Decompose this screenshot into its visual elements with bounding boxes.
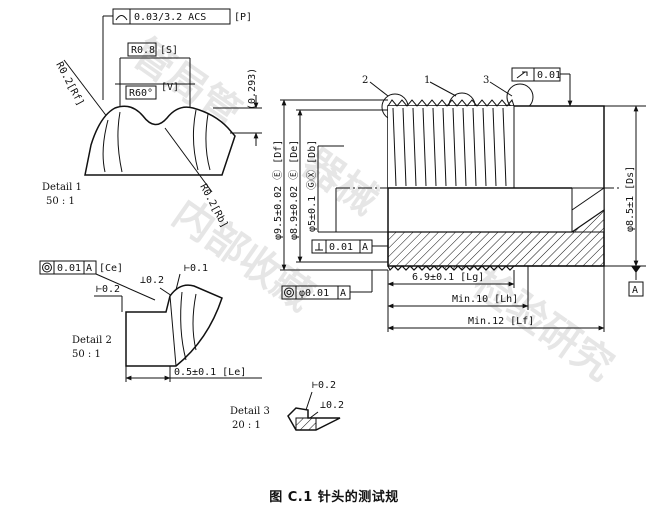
dim-de: φ8.9±0.02 Ⓔ [De] xyxy=(288,140,300,240)
perp-tol: 0.01 xyxy=(329,242,353,253)
dim-ds: φ8.5±1 [Ds] xyxy=(625,166,636,232)
datum-a: A xyxy=(632,285,638,296)
callout-3: 3 xyxy=(483,75,489,86)
angle-label: R60° xyxy=(129,88,153,99)
angle-ref: [V] xyxy=(161,82,179,93)
detail1-label: Detail 1 xyxy=(42,182,82,193)
r08-label: R0.8 xyxy=(131,45,155,56)
dim-db: φ5±0.1 ⒼⓍ [Db] xyxy=(306,140,318,232)
conc-tol: 0.01 xyxy=(57,263,81,274)
angle-box xyxy=(125,85,157,100)
figure-caption: 图 C.1 针头的测试规 xyxy=(269,490,399,505)
coaxiality-icon xyxy=(284,287,294,298)
detail-1: 0.03/3.2 ACS [P] R0.8 [S] R60° [V] R0.2[… xyxy=(42,8,262,230)
coax-datum: A xyxy=(340,288,346,299)
perpendicularity-icon xyxy=(315,243,323,251)
chamfer-a: ⊥0.2 xyxy=(140,275,164,286)
conc-ref: [Ce] xyxy=(99,263,123,274)
chamfer-b: ⊢0.1 xyxy=(184,263,208,274)
chamfer-c: ⊢0.2 xyxy=(96,284,120,295)
rb-label: R0.2[Rb] xyxy=(197,182,229,230)
coax-tol: φ0.01 xyxy=(299,288,329,299)
d3-chamfer-a: ⊢0.2 xyxy=(312,380,336,391)
length-le: 0.5±0.1 [Le] xyxy=(174,367,246,378)
detail2-profile xyxy=(125,284,223,367)
r08-ref: [S] xyxy=(160,45,178,56)
callout-1: 1 xyxy=(424,75,430,86)
perp-datum: A xyxy=(362,242,368,253)
detail-3: ⊢0.2 ⊥0.2 Detail 3 20 : 1 xyxy=(230,380,344,431)
dim-df: φ9.5±0.02 Ⓔ [Df] xyxy=(272,140,284,240)
profile-icon xyxy=(115,15,128,21)
detail3-label: Detail 3 xyxy=(230,406,270,417)
runout-icon xyxy=(516,71,528,79)
len-lg: 6.9±0.1 [Lg] xyxy=(412,272,484,283)
main-gauge: 0.01 2 1 3 xyxy=(272,67,646,332)
d3-chamfer-b: ⊥0.2 xyxy=(320,400,344,411)
profile-tolerance: 0.03/3.2 ACS xyxy=(134,12,206,23)
runout-tol: 0.01 xyxy=(537,70,561,81)
detail1-scale: 50 : 1 xyxy=(46,196,75,207)
datum-a-box xyxy=(628,281,644,297)
concentricity-icon xyxy=(42,262,52,273)
conc-datum: A xyxy=(86,263,92,274)
detail2-scale: 50 : 1 xyxy=(72,349,101,360)
len-lh: Min.10 [Lh] xyxy=(452,294,518,305)
detail-2: 0.01 A [Ce] ⊥0.2 ⊢0.1 ⊢0.2 0.5±0.1 [Le] … xyxy=(39,260,262,382)
profile-ref: [P] xyxy=(234,12,252,23)
callout-2: 2 xyxy=(362,75,368,86)
thread-region xyxy=(387,98,515,188)
height-dim: (0.293) xyxy=(247,68,258,110)
r08-box xyxy=(127,42,157,57)
detail2-label: Detail 2 xyxy=(72,335,112,346)
detail1-tooth-profile xyxy=(84,105,236,176)
hatched-section xyxy=(387,208,605,272)
detail3-scale: 20 : 1 xyxy=(232,420,261,431)
len-lf: Min.12 [Lf] xyxy=(468,316,534,327)
profile-tol-box xyxy=(129,8,231,25)
profile-symbol-box xyxy=(112,8,131,25)
